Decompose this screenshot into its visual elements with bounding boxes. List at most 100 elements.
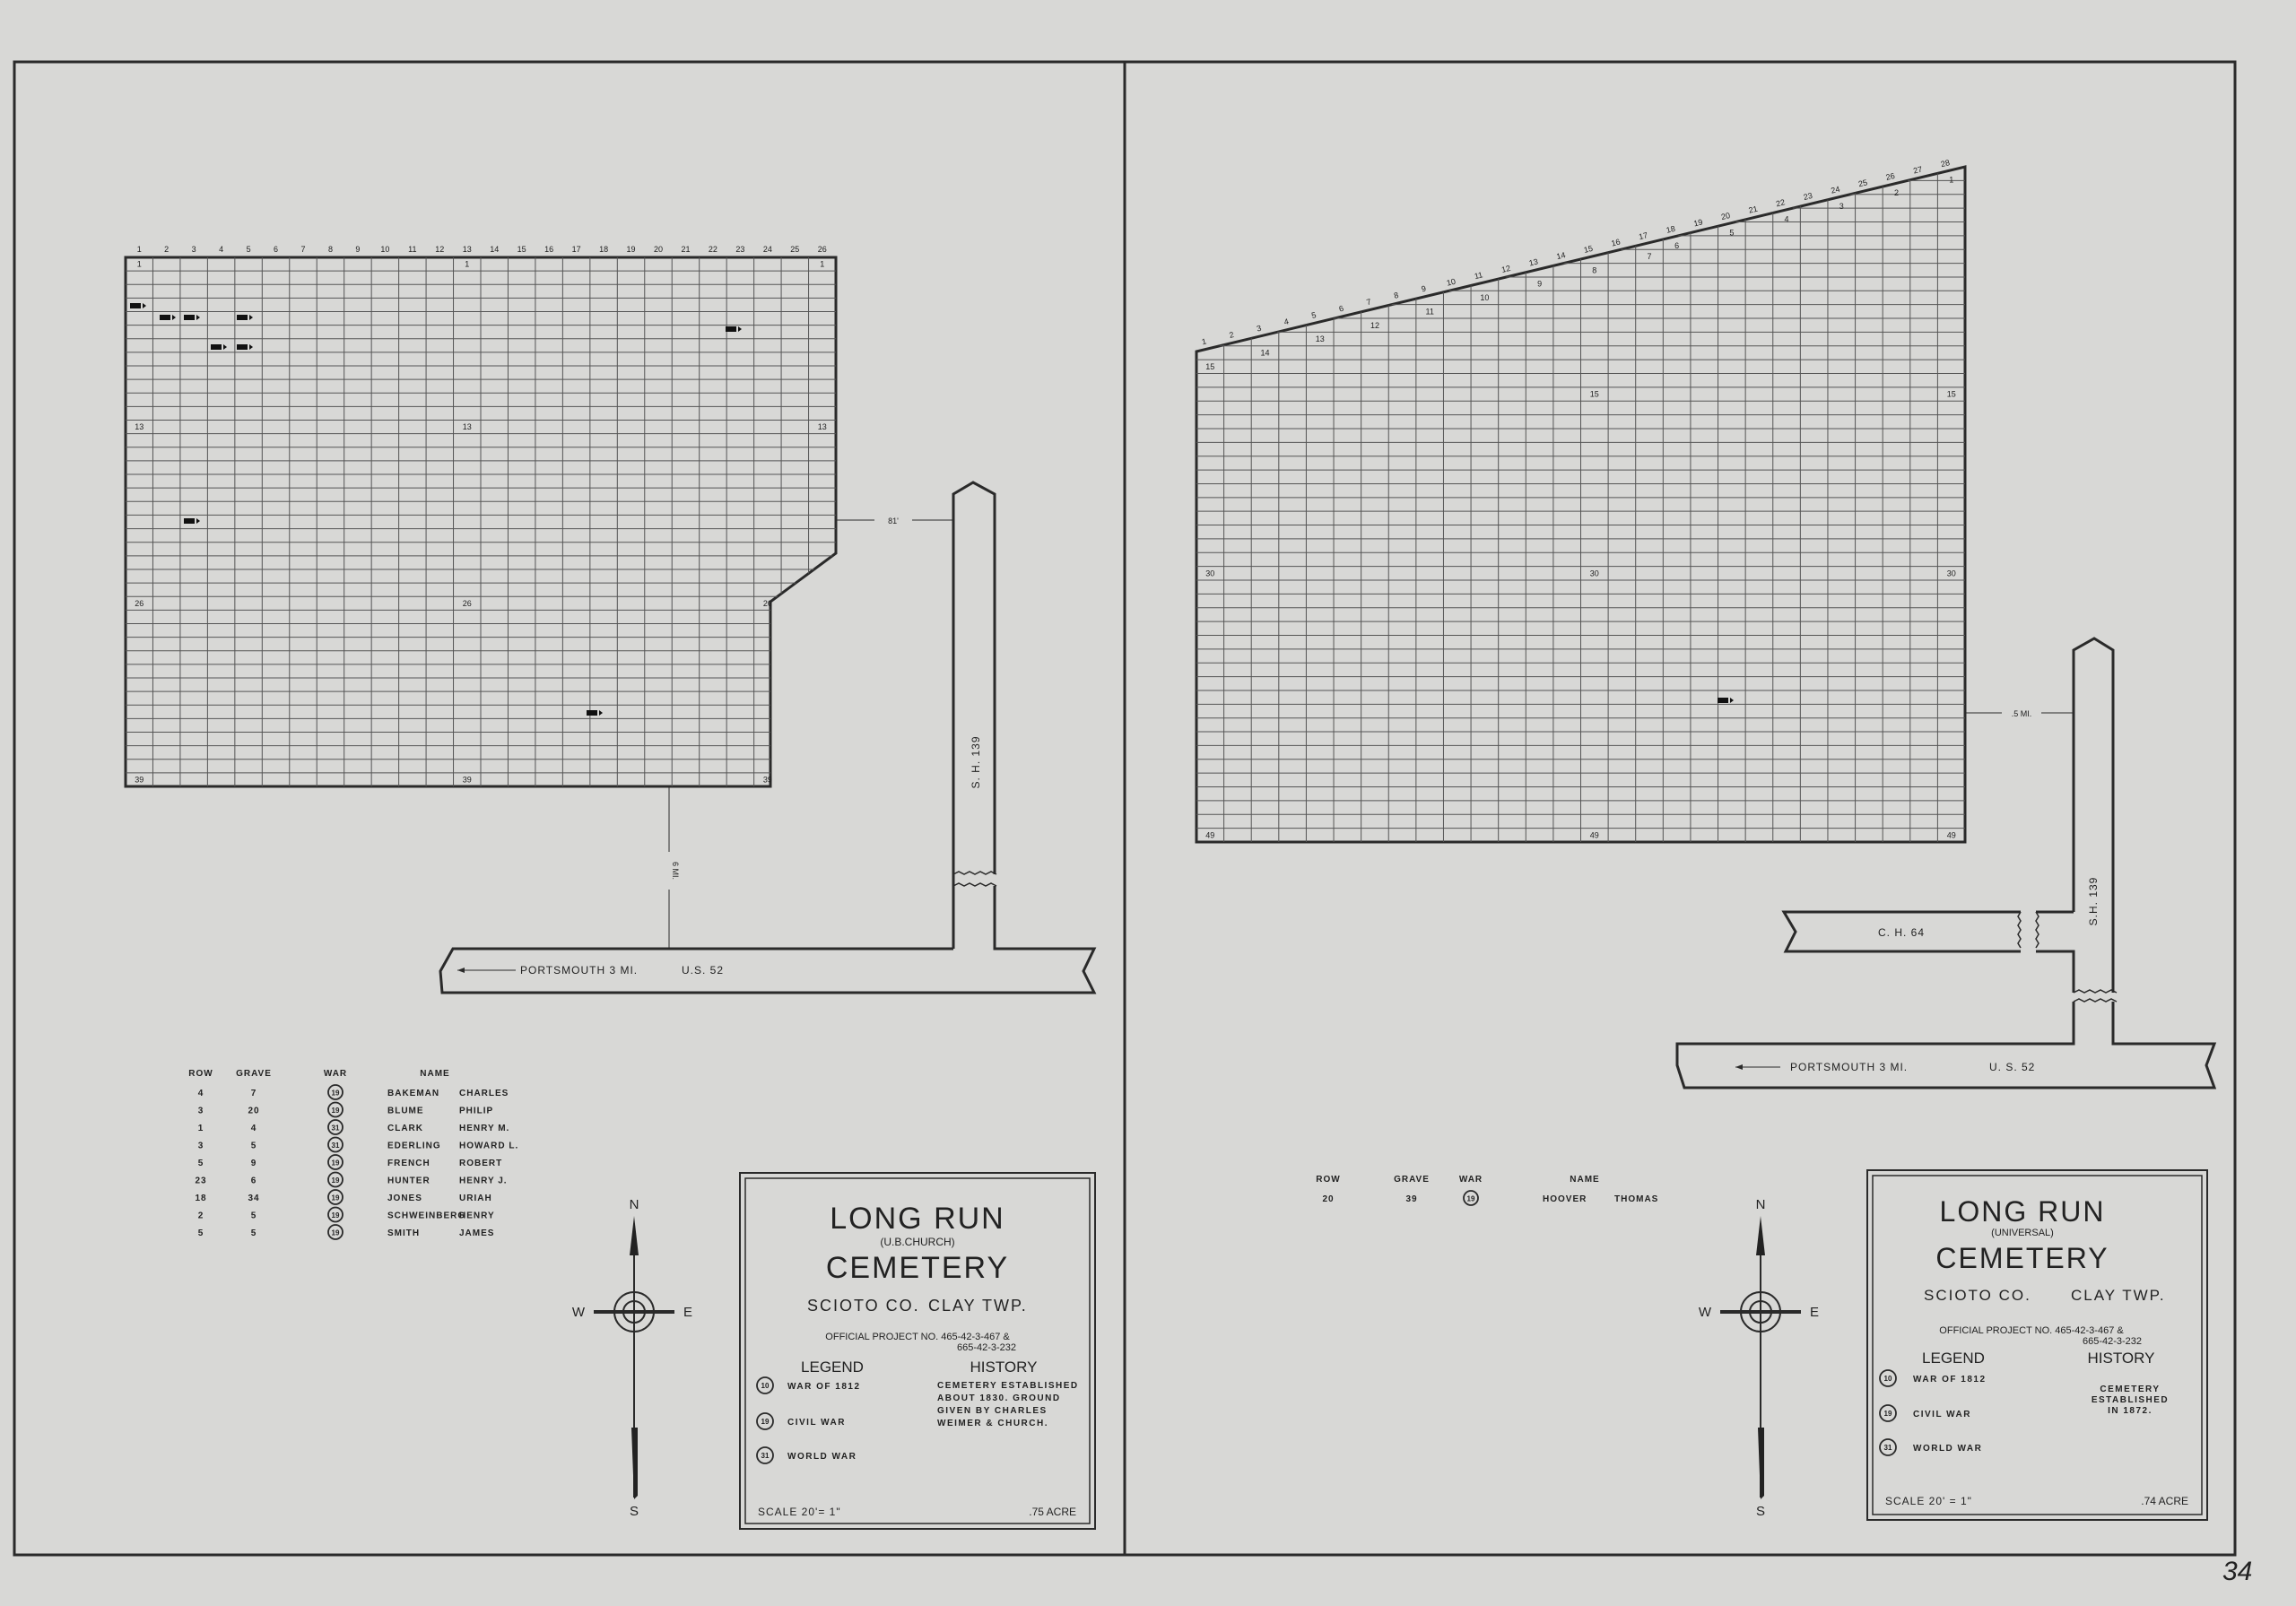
column-number: 22 (1775, 197, 1786, 208)
war-cell: 19 (332, 1211, 340, 1220)
distance-label-road: .5 MI. (2012, 709, 2032, 718)
grave-cell: 20 (248, 1107, 259, 1116)
column-number: 21 (681, 245, 690, 254)
column-number: 4 (219, 245, 223, 254)
compass-s: S (630, 1504, 639, 1519)
right-title-block: LONG RUN (UNIVERSAL) CEMETERY SCIOTO CO.… (1866, 1169, 2208, 1521)
county-highway-label: C. H. 64 (1878, 926, 1925, 939)
war-circle-icon (327, 1101, 344, 1118)
row-label: 12 (1370, 321, 1379, 330)
row-label: 13 (135, 422, 144, 431)
row-label: 49 (1590, 830, 1599, 839)
compass-s: S (1756, 1504, 1765, 1519)
war-circle-icon (756, 1376, 774, 1394)
column-number: 7 (1366, 297, 1372, 307)
surname-cell: FRENCH (387, 1159, 430, 1168)
right-road-map: .5 MI. C. H. 64 S.H. 139 PORTSMOUTH 3 MI… (1675, 637, 2217, 1089)
column-number: 25 (790, 245, 799, 254)
column-number: 4 (1283, 317, 1290, 326)
surname-cell: HOOVER (1543, 1194, 1587, 1204)
column-number: 6 (1338, 304, 1344, 314)
grave-cell: 39 (1405, 1194, 1417, 1204)
row-label: 8 (1592, 265, 1596, 274)
scale-label: SCALE 20' = 1" (1885, 1495, 1972, 1507)
given-name-cell: HENRY J. (459, 1176, 508, 1186)
area-label: .74 ACRE (2141, 1495, 2188, 1507)
column-number: 9 (1421, 284, 1427, 294)
arrow-left-icon (457, 968, 465, 973)
legend-label: CIVIL WAR (787, 1418, 846, 1428)
row-label: 30 (1947, 569, 1956, 577)
portsmouth-direction-label: PORTSMOUTH 3 MI. (520, 964, 638, 977)
column-number: 20 (654, 245, 663, 254)
grave-marker-icon (184, 315, 195, 320)
legend-code: 10 (761, 1382, 770, 1390)
row-label: 49 (1947, 830, 1956, 839)
distance-label-highway: 6 MI. (671, 862, 680, 880)
row-cell: 20 (1322, 1194, 1334, 1204)
column-number: 2 (164, 245, 169, 254)
history-line: ABOUT 1830. GROUND (937, 1393, 1061, 1403)
row-cell: 5 (198, 1228, 204, 1238)
column-number: 28 (1940, 158, 1951, 169)
history-title: HISTORY (2088, 1350, 2155, 1367)
legend-label: CIVIL WAR (1913, 1410, 1971, 1419)
row-label: 39 (463, 775, 472, 784)
war-circle-icon (327, 1189, 344, 1205)
column-number: 15 (517, 245, 526, 254)
surname-cell: SMITH (387, 1228, 420, 1238)
column-number: 11 (408, 245, 416, 254)
column-number: 13 (463, 245, 472, 254)
column-number: 17 (1638, 230, 1648, 241)
compass-n: N (1756, 1197, 1766, 1212)
column-number: 15 (1583, 244, 1594, 255)
county: SCIOTO CO. (1924, 1287, 2031, 1304)
row-label: 1 (820, 260, 824, 269)
column-number: 8 (328, 245, 333, 254)
history-line: CEMETERY (2100, 1385, 2160, 1394)
project-number-line2: 665-42-3-232 (957, 1342, 1016, 1353)
county: SCIOTO CO. (807, 1297, 920, 1315)
row-label: 6 (1674, 241, 1679, 250)
war-circle-icon (756, 1446, 774, 1464)
grave-marker-arrow-icon (599, 710, 603, 716)
us-highway-label: U. S. 52 (1989, 1061, 2035, 1073)
column-number: 19 (1692, 217, 1703, 228)
row-label: 7 (1648, 252, 1652, 261)
legend-item: 10 WAR OF 1812 (1879, 1369, 1987, 1387)
column-number: 18 (1665, 224, 1676, 235)
given-name-cell: HOWARD L. (459, 1142, 518, 1151)
road-break-symbol (952, 871, 997, 887)
column-number: 16 (544, 245, 553, 254)
cemetery-type: CEMETERY (1935, 1242, 2109, 1274)
column-number: 25 (1857, 178, 1868, 188)
column-number: 10 (1446, 277, 1457, 288)
grave-marker-icon (130, 303, 141, 308)
legend-label: WAR OF 1812 (1913, 1375, 1987, 1385)
history-line: WEIMER & CHURCH. (937, 1419, 1048, 1428)
row-cell: 3 (198, 1107, 204, 1116)
legend-code: 10 (1884, 1375, 1892, 1383)
row-cell: 5 (198, 1159, 204, 1168)
column-number: 9 (355, 245, 360, 254)
grave-marker-icon (726, 326, 736, 332)
row-cell: 4 (198, 1089, 204, 1098)
left-title-block: LONG RUN (U.B.CHURCH) CEMETERY SCIOTO CO… (739, 1172, 1096, 1530)
column-number: 14 (490, 245, 499, 254)
grave-marker-arrow-icon (1730, 698, 1734, 703)
south-arrow-icon (1758, 1428, 1764, 1499)
column-number: 1 (1201, 336, 1207, 346)
cemetery-subtitle: (UNIVERSAL) (1991, 1228, 2054, 1238)
grave-cell: 5 (251, 1228, 257, 1238)
row-label: 13 (463, 422, 472, 431)
column-number: 20 (1720, 211, 1731, 221)
